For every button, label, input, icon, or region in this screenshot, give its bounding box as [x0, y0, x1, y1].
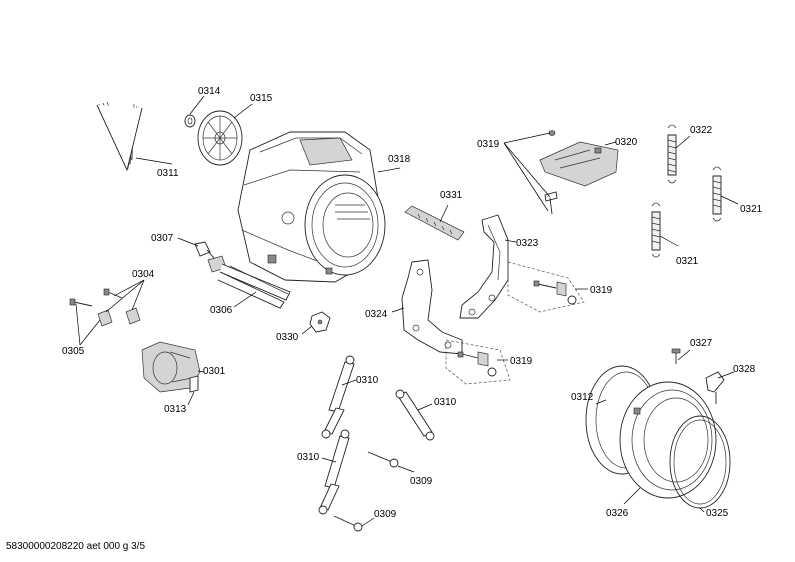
motor-damper-set[interactable] — [97, 307, 141, 327]
door-frame[interactable] — [619, 381, 717, 499]
label-0323: 0323 — [516, 238, 539, 249]
shock-absorber-short[interactable] — [395, 389, 435, 441]
door-hinge-screw[interactable] — [671, 348, 681, 364]
label-0328: 0328 — [733, 364, 756, 375]
tub-assembly[interactable] — [237, 131, 386, 283]
shock-absorber-lower[interactable] — [318, 429, 350, 515]
absorber-pin-upper[interactable] — [367, 451, 399, 468]
motor-bolt-set[interactable] — [69, 288, 123, 307]
label-0301: 0301 — [203, 366, 226, 377]
label-0304: 0304 — [132, 269, 155, 280]
label-0322: 0322 — [690, 125, 713, 136]
label-0310-upper: 0310 — [356, 375, 379, 386]
label-0306: 0306 — [210, 305, 233, 316]
fastener-set-middle[interactable] — [507, 261, 585, 313]
support-arm-right[interactable] — [459, 214, 509, 319]
label-0325: 0325 — [706, 508, 729, 519]
support-arm-left[interactable] — [401, 259, 463, 355]
label-0319-lower: 0319 — [510, 356, 533, 367]
label-0321-right: 0321 — [740, 204, 763, 215]
label-0331: 0331 — [440, 190, 463, 201]
label-0315: 0315 — [250, 93, 273, 104]
label-0319-middle: 0319 — [590, 285, 613, 296]
door-hinge[interactable] — [705, 371, 725, 404]
label-0314: 0314 — [198, 86, 221, 97]
label-0321-lower: 0321 — [676, 256, 699, 267]
temperature-sensor[interactable] — [194, 241, 215, 259]
label-0326: 0326 — [606, 508, 629, 519]
label-0330: 0330 — [276, 332, 299, 343]
pressure-switch[interactable] — [309, 311, 331, 333]
label-0307: 0307 — [151, 233, 174, 244]
label-0310-lower: 0310 — [297, 452, 320, 463]
pulley-nut[interactable] — [184, 114, 196, 128]
label-0312: 0312 — [571, 392, 594, 403]
absorber-pin-lower[interactable] — [333, 515, 363, 532]
drum-strip[interactable] — [404, 205, 465, 241]
label-0309-lower: 0309 — [374, 509, 397, 520]
label-0311: 0311 — [157, 168, 179, 179]
drive-belt[interactable] — [96, 101, 143, 172]
label-0309-upper: 0309 — [410, 476, 433, 487]
drum-pulley[interactable] — [197, 110, 243, 166]
label-0320: 0320 — [615, 137, 638, 148]
label-0310-short: 0310 — [434, 397, 457, 408]
label-0324: 0324 — [365, 309, 388, 320]
label-0313: 0313 — [164, 404, 187, 415]
tension-spring-right[interactable] — [712, 166, 722, 222]
shock-absorber-upper[interactable] — [321, 355, 355, 439]
heating-element[interactable] — [207, 255, 291, 309]
drive-motor[interactable] — [141, 341, 201, 393]
label-0327: 0327 — [690, 338, 713, 349]
motor-connector[interactable] — [189, 375, 199, 393]
fastener-set-lower[interactable] — [445, 339, 511, 385]
tension-spring-upper[interactable] — [667, 124, 677, 184]
tension-spring-lower[interactable] — [651, 202, 661, 258]
document-id-footer: 58300000208220 aet 000 g 3/5 — [6, 541, 146, 552]
label-0305: 0305 — [62, 346, 85, 357]
detergent-bracket[interactable] — [539, 141, 619, 187]
label-0318: 0318 — [388, 154, 411, 165]
label-0319-top: 0319 — [477, 139, 500, 150]
